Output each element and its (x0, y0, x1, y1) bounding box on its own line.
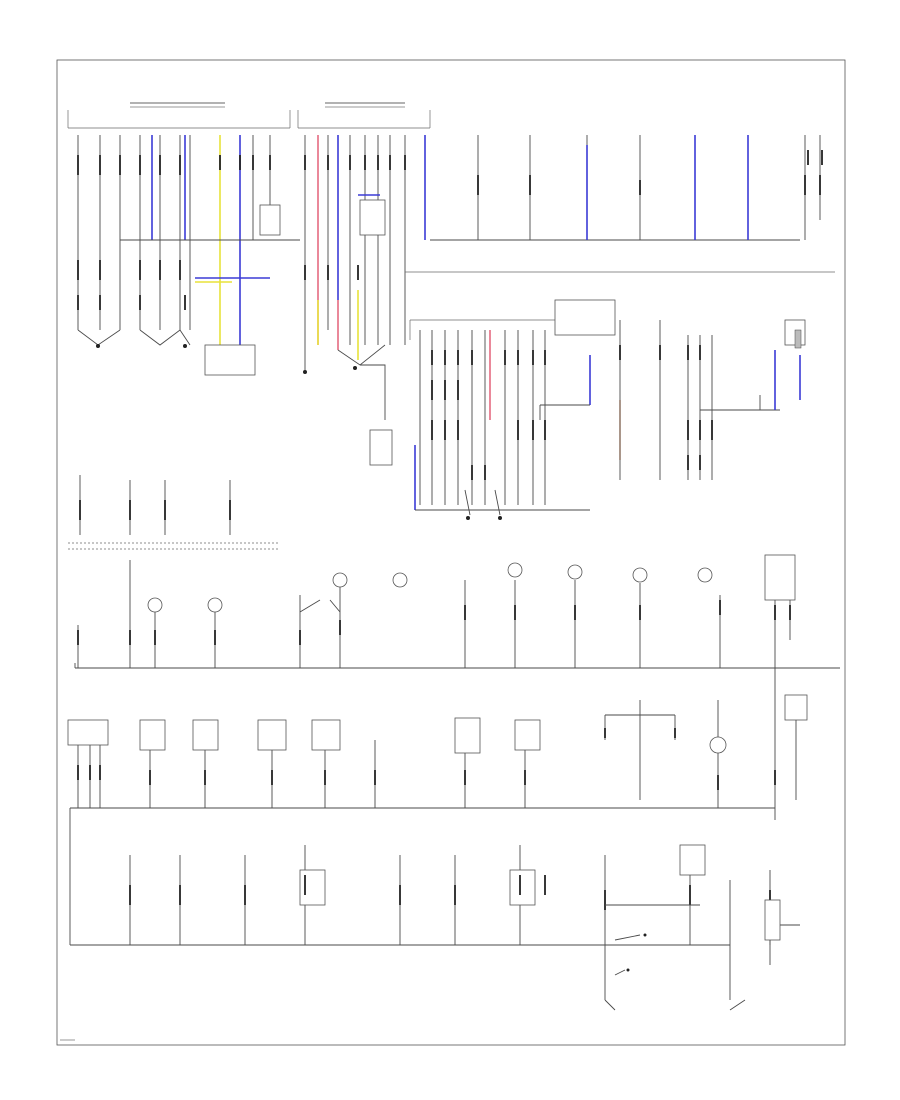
row-3-bus (67, 668, 808, 820)
diagram-frame (56, 59, 846, 1046)
top-section (67, 102, 835, 466)
left-middle-area (68, 475, 280, 550)
middle-right-module (409, 299, 806, 520)
row-4-bus (69, 808, 800, 1011)
row-2-bus (74, 554, 840, 669)
